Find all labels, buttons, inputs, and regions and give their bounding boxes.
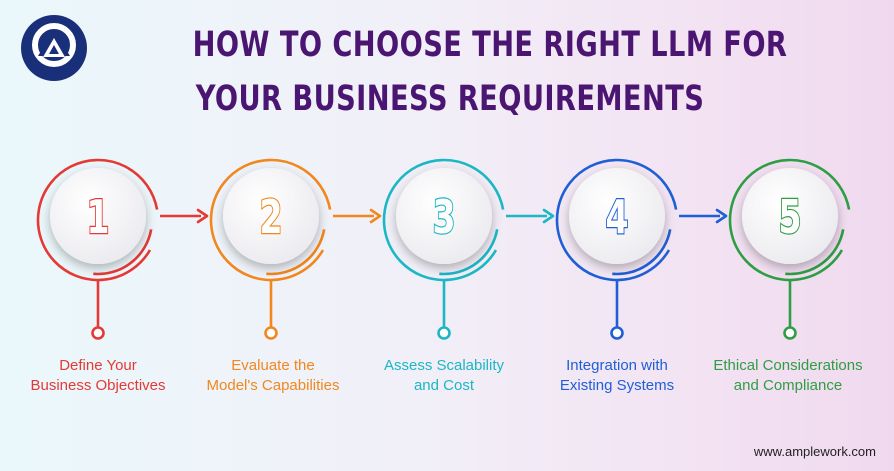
step-5: 5: [728, 158, 851, 340]
step-4-disc: [569, 168, 665, 264]
step-1: 1: [36, 158, 209, 340]
step-4-accent-arc: [612, 229, 672, 276]
step-4-number: 4: [605, 192, 628, 245]
website-url[interactable]: www.amplework.com: [753, 444, 876, 459]
step-5-number: 5: [778, 192, 801, 245]
step-2: 2: [209, 158, 382, 340]
step-4: 4: [555, 158, 728, 340]
step-3-label-line-1: Assess Scalability: [383, 357, 505, 374]
step-1-disc: [50, 168, 146, 264]
steps-diagram: 1 2 3 4 5: [36, 158, 851, 340]
step-1-label-line-2: Business Objectives: [30, 377, 166, 394]
amplework-logo-icon: [21, 15, 87, 81]
step-5-accent-arc: [785, 229, 845, 276]
step-3-accent-arc: [439, 229, 499, 276]
step-5-label-line-1: Ethical Considerations: [713, 357, 863, 374]
step-4-label-line-1: Integration with: [566, 357, 668, 374]
step-2-number: 2: [259, 192, 282, 245]
step-1-ring: [36, 158, 159, 282]
step-3-arrowhead-icon: [542, 208, 555, 224]
step-3-pin-dot: [437, 326, 451, 340]
step-2-accent-arc: [266, 229, 326, 276]
step-4-arrowhead-icon: [715, 208, 728, 224]
step-4-pin-dot: [610, 326, 624, 340]
step-5-disc: [742, 168, 838, 264]
step-3-label-line-2: and Cost: [413, 377, 475, 394]
title-line-2: YOUR BUSINESS REQUIREMENTS: [195, 79, 705, 119]
step-2-label-line-2: Model's Capabilities: [206, 377, 340, 394]
step-1-label: Define Your Business Objectives: [13, 356, 183, 396]
step-2-arrowhead-icon: [369, 208, 382, 224]
step-5-pin-dot: [783, 326, 797, 340]
step-4-label: Integration with Existing Systems: [532, 356, 702, 396]
step-4-label-line-2: Existing Systems: [559, 377, 675, 394]
step-2-label: Evaluate the Model's Capabilities: [188, 356, 358, 396]
step-5-ring: [728, 158, 851, 282]
step-4-ring: [555, 158, 678, 282]
step-2-pin-dot: [264, 326, 278, 340]
step-3: 3: [382, 158, 555, 340]
step-2-ring: [209, 158, 332, 282]
step-2-disc: [223, 168, 319, 264]
step-1-pin-dot: [91, 326, 105, 340]
page-title: HOW TO CHOOSE THE RIGHT LLM FOR YOUR BUS…: [192, 18, 788, 126]
step-3-number: 3: [432, 192, 455, 245]
step-5-label: Ethical Considerations and Compliance: [703, 356, 873, 396]
step-3-disc: [396, 168, 492, 264]
step-2-label-line-1: Evaluate the: [231, 357, 315, 374]
step-3-label: Assess Scalability and Cost: [359, 356, 529, 396]
step-1-number: 1: [86, 192, 109, 245]
title-line-1: HOW TO CHOOSE THE RIGHT LLM FOR: [192, 25, 788, 65]
step-3-ring: [382, 158, 505, 282]
step-1-accent-arc: [93, 229, 153, 276]
step-1-label-line-1: Define Your: [59, 357, 137, 374]
step-1-arrowhead-icon: [196, 208, 209, 224]
step-5-label-line-2: and Compliance: [733, 377, 843, 394]
